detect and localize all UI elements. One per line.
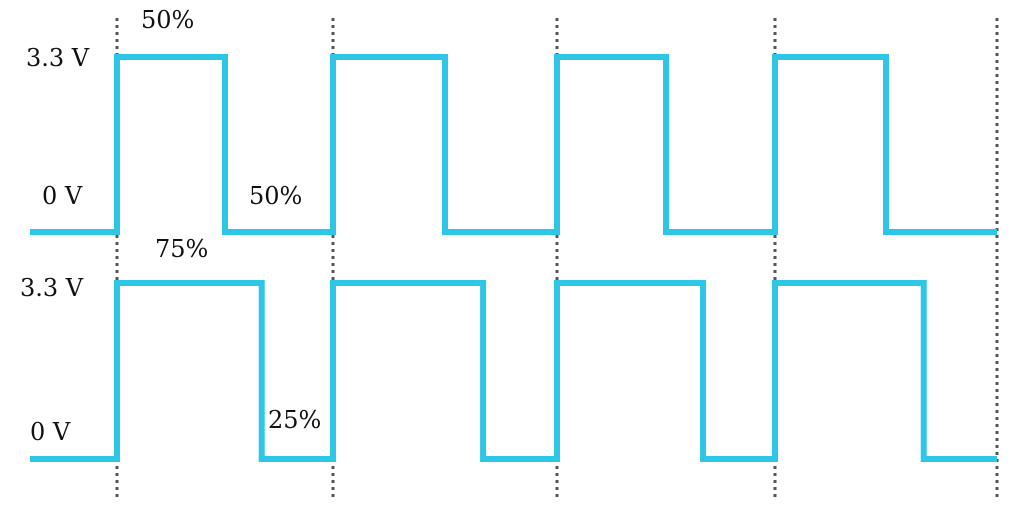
pwm-square-wave-2 — [30, 280, 997, 462]
wave1-high-voltage-label: 3.3 V — [26, 44, 90, 72]
wave1-low-percent-label: 50% — [249, 182, 303, 210]
wave1-low-voltage-label: 0 V — [42, 182, 83, 210]
wave2-high-voltage-label: 3.3 V — [20, 274, 84, 302]
wave2-low-percent-label: 25% — [268, 406, 322, 434]
waveforms — [30, 54, 997, 462]
wave2-low-voltage-label: 0 V — [30, 418, 71, 446]
wave1-high-percent-label: 50% — [141, 6, 195, 34]
wave2-high-percent-label: 75% — [155, 235, 209, 263]
pwm-square-wave-1 — [30, 54, 997, 235]
